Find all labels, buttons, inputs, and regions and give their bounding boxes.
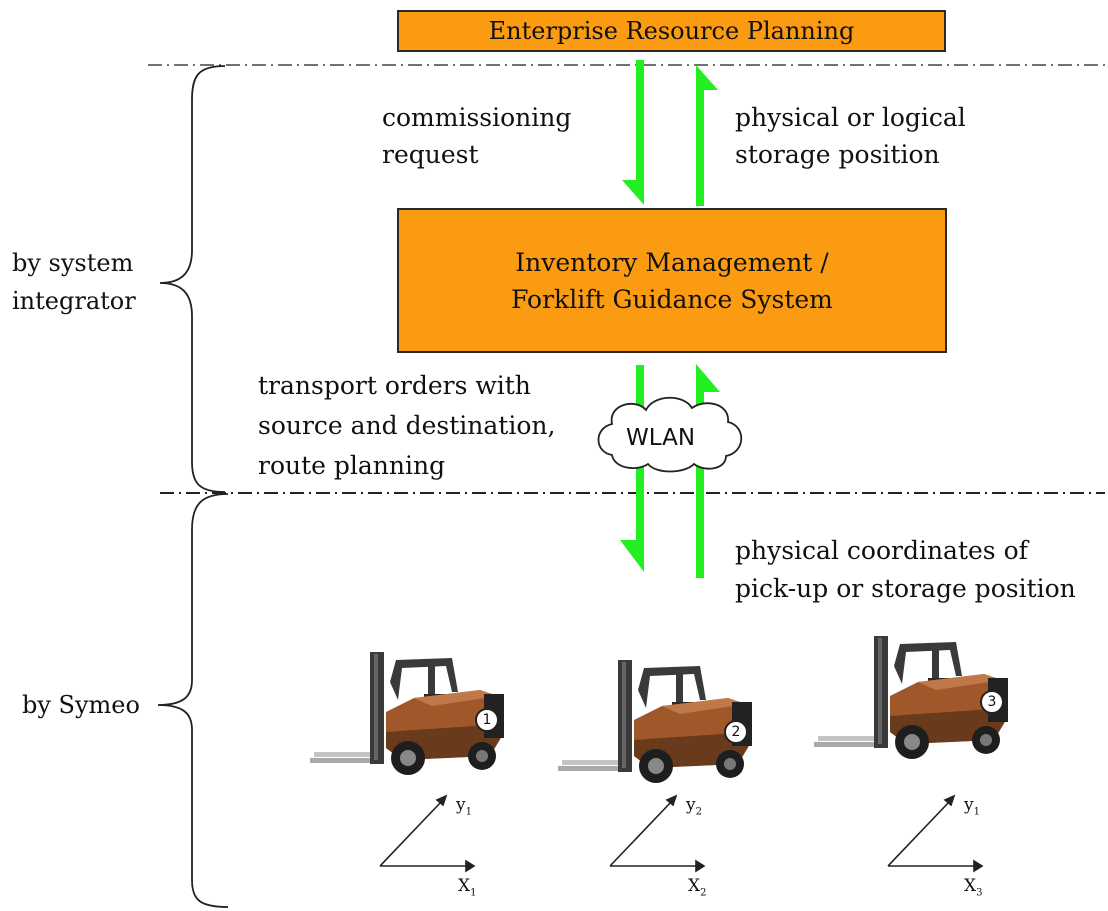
axis-1-x-sub: 1 bbox=[470, 887, 477, 899]
inventory-management-box: Inventory Management / Forklift Guidance… bbox=[397, 208, 947, 353]
forklift-3 bbox=[814, 636, 1008, 759]
brace-symeo bbox=[157, 493, 229, 908]
axis-2-x-label: X2 bbox=[688, 876, 706, 898]
axis-2-y: y bbox=[686, 795, 696, 815]
axes-3 bbox=[887, 794, 984, 873]
arrow-down-top bbox=[622, 60, 644, 205]
axis-2-x: X bbox=[688, 876, 701, 896]
axis-1-x: X bbox=[458, 876, 471, 896]
storage-position-label: physical or logical storage position bbox=[735, 99, 966, 173]
axes-1 bbox=[379, 794, 476, 873]
axis-3-y: y bbox=[964, 795, 974, 815]
erp-box: Enterprise Resource Planning bbox=[397, 10, 946, 52]
integrator-line2: integrator bbox=[12, 287, 136, 315]
transport-orders-label: transport orders with source and destina… bbox=[258, 366, 555, 486]
integrator-line1: by system bbox=[12, 249, 134, 277]
commissioning-request-label: commissioning request bbox=[382, 99, 571, 173]
transport-line1: transport orders with bbox=[258, 371, 531, 400]
forklift-1-number: 1 bbox=[475, 708, 499, 732]
axis-3-x-sub: 3 bbox=[976, 887, 983, 899]
arrow-up-top bbox=[696, 65, 718, 206]
system-integrator-label: by system integrator bbox=[12, 244, 136, 320]
physical-coordinates-label: physical coordinates of pick-up or stora… bbox=[735, 532, 1076, 608]
commissioning-line1: commissioning bbox=[382, 103, 572, 132]
brace-integrator bbox=[159, 65, 226, 493]
axis-2-y-sub: 2 bbox=[695, 806, 702, 818]
ims-label-line2: Forklift Guidance System bbox=[511, 284, 833, 314]
axis-1-x-label: X1 bbox=[458, 876, 476, 898]
storage-line1: physical or logical bbox=[735, 103, 966, 132]
symeo-label: by Symeo bbox=[22, 691, 140, 719]
ims-label-line1: Inventory Management / bbox=[515, 247, 829, 277]
axis-1-y-sub: 1 bbox=[465, 806, 472, 818]
axis-3-y-label: y1 bbox=[964, 795, 980, 817]
axis-3-y-sub: 1 bbox=[973, 806, 980, 818]
transport-line2: source and destination, bbox=[258, 411, 556, 440]
forklift-2 bbox=[558, 660, 752, 783]
axis-2-y-label: y2 bbox=[686, 795, 702, 817]
axis-1-y: y bbox=[456, 795, 466, 815]
erp-label: Enterprise Resource Planning bbox=[488, 17, 855, 45]
storage-line2: storage position bbox=[735, 140, 940, 169]
wlan-cloud bbox=[597, 396, 743, 473]
wlan-label: WLAN bbox=[626, 425, 696, 451]
axis-3-x: X bbox=[964, 876, 977, 896]
transport-line3: route planning bbox=[258, 451, 446, 480]
commissioning-line2: request bbox=[382, 140, 479, 169]
coordinates-line1: physical coordinates of bbox=[735, 536, 1028, 565]
axes-2 bbox=[609, 794, 706, 873]
arrow-up-bottom bbox=[696, 364, 720, 578]
forklift-3-number: 3 bbox=[980, 690, 1004, 714]
forklift-1 bbox=[310, 652, 504, 775]
forklift-2-number: 2 bbox=[724, 720, 748, 744]
coordinates-line2: pick-up or storage position bbox=[735, 574, 1076, 603]
axis-1-y-label: y1 bbox=[456, 795, 472, 817]
axis-2-x-sub: 2 bbox=[700, 887, 707, 899]
axis-3-x-label: X3 bbox=[964, 876, 982, 898]
